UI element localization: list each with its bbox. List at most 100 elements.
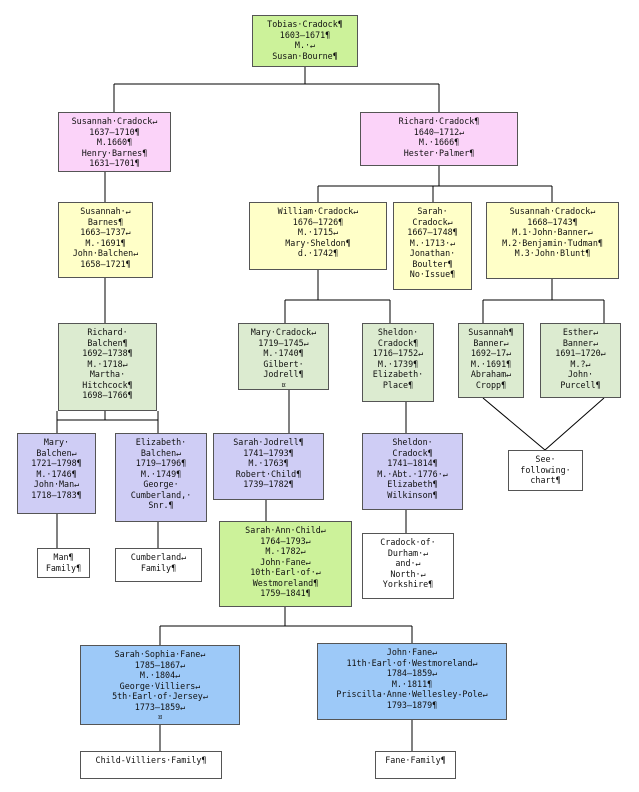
box-line: Sarah·Sophia·Fane↵: [114, 649, 206, 659]
box-line: Martha·: [89, 369, 126, 379]
box-line: George·: [143, 479, 179, 489]
box-line: Place¶: [382, 379, 414, 390]
person-box-sarah-j: Sarah·Jodrell¶1741–1793¶M.·1763¶Robert·C…: [213, 433, 324, 500]
box-line: Balchen↵: [36, 447, 77, 458]
box-line: 1719–1745↵: [258, 337, 309, 348]
box-line: Cradock¶: [377, 337, 419, 348]
box-line: 1741–1793¶: [243, 447, 294, 458]
box-line: 1640–1712↵: [413, 126, 465, 137]
box-line: Tobias·Cradock¶: [267, 19, 343, 29]
box-line: Sheldon·: [392, 437, 433, 447]
box-line: 1784–1859↵: [386, 668, 438, 678]
box-line: Cumberland,·: [130, 489, 192, 500]
box-line: 1773–1859↵: [134, 701, 186, 712]
box-line: 1676–1726¶: [292, 216, 344, 227]
box-line: See·: [535, 454, 556, 464]
person-box-mary-bal: Mary·Balchen↵1721–1798¶M.·1746¶John·Man↵…: [17, 433, 96, 514]
box-line: Susannah·↵: [80, 206, 131, 216]
box-line: Richard·: [87, 327, 128, 337]
box-line: M.1660¶: [96, 137, 133, 147]
box-line: Boulter¶: [412, 258, 453, 269]
box-line: Sarah·Jodrell¶: [233, 437, 304, 447]
person-box-john-fane: John·Fane↵11th·Earl·of·Westmoreland↵1784…: [317, 643, 507, 720]
box-line: North·↵: [390, 568, 426, 579]
box-line: 1698–1766¶: [82, 390, 133, 400]
box-line: 5th·Earl·of·Jersey↵: [112, 691, 208, 701]
person-box-susannah-b: Susannah·↵Barnes¶1663–1737↵M.·1691¶John·…: [58, 202, 153, 278]
box-line: 1691–1720↵: [555, 348, 606, 358]
box-line: Priscilla·Anne·Wellesley-Pole↵: [336, 689, 488, 699]
box-line: M.·1691¶: [85, 237, 126, 248]
box-line: M.·1811¶: [391, 678, 433, 689]
box-line: 1785–1867↵: [134, 659, 186, 670]
person-box-sheldon-c1: Sheldon·Cradock¶1716–1752↵M.·1739¶Elizab…: [362, 323, 434, 402]
box-line: Child-Villiers·Family¶: [95, 755, 207, 765]
box-line: Esther↵: [562, 327, 599, 337]
box-line: Westmoreland¶: [252, 577, 319, 588]
box-line: Mary·: [43, 437, 70, 447]
box-line: Sarah·: [417, 206, 448, 216]
person-box-fane-family: Fane·Family¶: [375, 751, 456, 779]
box-line: M.1·John·Banner↵: [512, 227, 593, 237]
box-line: following·: [520, 464, 571, 475]
box-line: Richard·Cradock¶: [398, 116, 480, 126]
box-line: 1692–1738¶: [82, 348, 133, 358]
box-line: Wilkinson¶: [387, 489, 438, 500]
person-box-man-family: Man¶Family¶: [37, 548, 90, 578]
box-line: Jonathan·: [409, 248, 456, 258]
box-line: Balchen¶: [87, 337, 128, 348]
box-line: M.·1691¶: [470, 358, 512, 369]
box-line: Hester·Palmer¶: [403, 147, 475, 158]
box-line: M.·1718↵: [87, 358, 128, 369]
box-line: d.·1742¶: [297, 248, 339, 258]
box-line: M.·1740¶: [263, 348, 304, 358]
box-line: ¤: [157, 712, 163, 722]
box-line: 1739–1782¶: [243, 479, 294, 489]
box-line: 1716–1752↵: [372, 348, 424, 358]
box-line: 11th·Earl·of·Westmoreland↵: [346, 657, 478, 668]
box-line: 10th·Earl·of·↵: [250, 567, 321, 577]
box-line: M.·↵: [294, 40, 316, 50]
person-box-tobias: Tobias·Cradock¶1603–1671¶M.·↵Susan·Bourn…: [252, 15, 358, 67]
box-line: Abraham↵: [470, 369, 512, 379]
box-line: Cradock·of·: [380, 537, 436, 547]
box-line: 1718–1783¶: [31, 489, 82, 500]
box-line: Susan·Bourne¶: [272, 50, 338, 61]
box-line: Barnes¶: [87, 216, 124, 227]
box-line: Durham·↵: [387, 547, 429, 558]
person-box-susannah-bn: Susannah¶Banner↵1692–17↵M.·1691¶Abraham↵…: [458, 323, 524, 398]
box-line: Elizabeth·: [135, 437, 187, 447]
box-line: Elizabeth·: [372, 369, 424, 379]
box-line: No·Issue¶: [409, 269, 456, 279]
box-line: Gilbert·: [263, 358, 304, 369]
box-line: Banner↵: [473, 337, 509, 348]
box-line: 1793–1879¶: [386, 699, 438, 710]
box-line: Fane·Family¶: [385, 755, 446, 765]
box-line: Banner↵: [562, 337, 599, 348]
box-line: Sarah·Ann·Child↵: [245, 525, 326, 535]
box-line: Family¶: [45, 562, 82, 573]
box-line: Susannah·Cradock↵: [509, 206, 596, 216]
person-box-sarah-sophia: Sarah·Sophia·Fane↵1785–1867↵M.·1804↵Geor…: [80, 645, 240, 725]
box-line: Robert·Child¶: [235, 468, 302, 479]
box-line: Henry·Barnes¶: [81, 147, 148, 158]
person-box-esther-bn: Esther↵Banner↵1691–1720↵M.?↵John·Purcell…: [540, 323, 621, 398]
box-line: Family¶: [140, 562, 177, 573]
box-line: chart¶: [530, 475, 561, 485]
box-line: John·: [567, 369, 594, 379]
box-line: George·Villiers↵: [119, 680, 201, 691]
box-line: Cradock¶: [392, 447, 433, 458]
box-line: Cropp¶: [475, 379, 507, 390]
box-line: M.2·Benjamin·Tudman¶: [502, 237, 603, 248]
person-box-cumberland-family: Cumberland↵Family¶: [115, 548, 202, 582]
box-line: John·Fane↵: [386, 647, 438, 657]
box-line: 1631–1701¶: [89, 158, 140, 168]
box-line: Yorkshire¶: [382, 579, 434, 589]
box-line: 1603–1671¶: [279, 29, 331, 40]
box-line: M.·1804↵: [139, 670, 181, 680]
box-line: 1667–1748¶: [407, 227, 458, 237]
box-line: ¤: [280, 379, 287, 390]
person-box-richard-b: Richard·Balchen¶1692–1738¶M.·1718↵Martha…: [58, 323, 157, 411]
person-box-elizabeth-bal: Elizabeth·Balchen↵1719–1796¶M.·1749¶Geor…: [115, 433, 207, 522]
box-line: 1668–1743¶: [527, 216, 578, 227]
